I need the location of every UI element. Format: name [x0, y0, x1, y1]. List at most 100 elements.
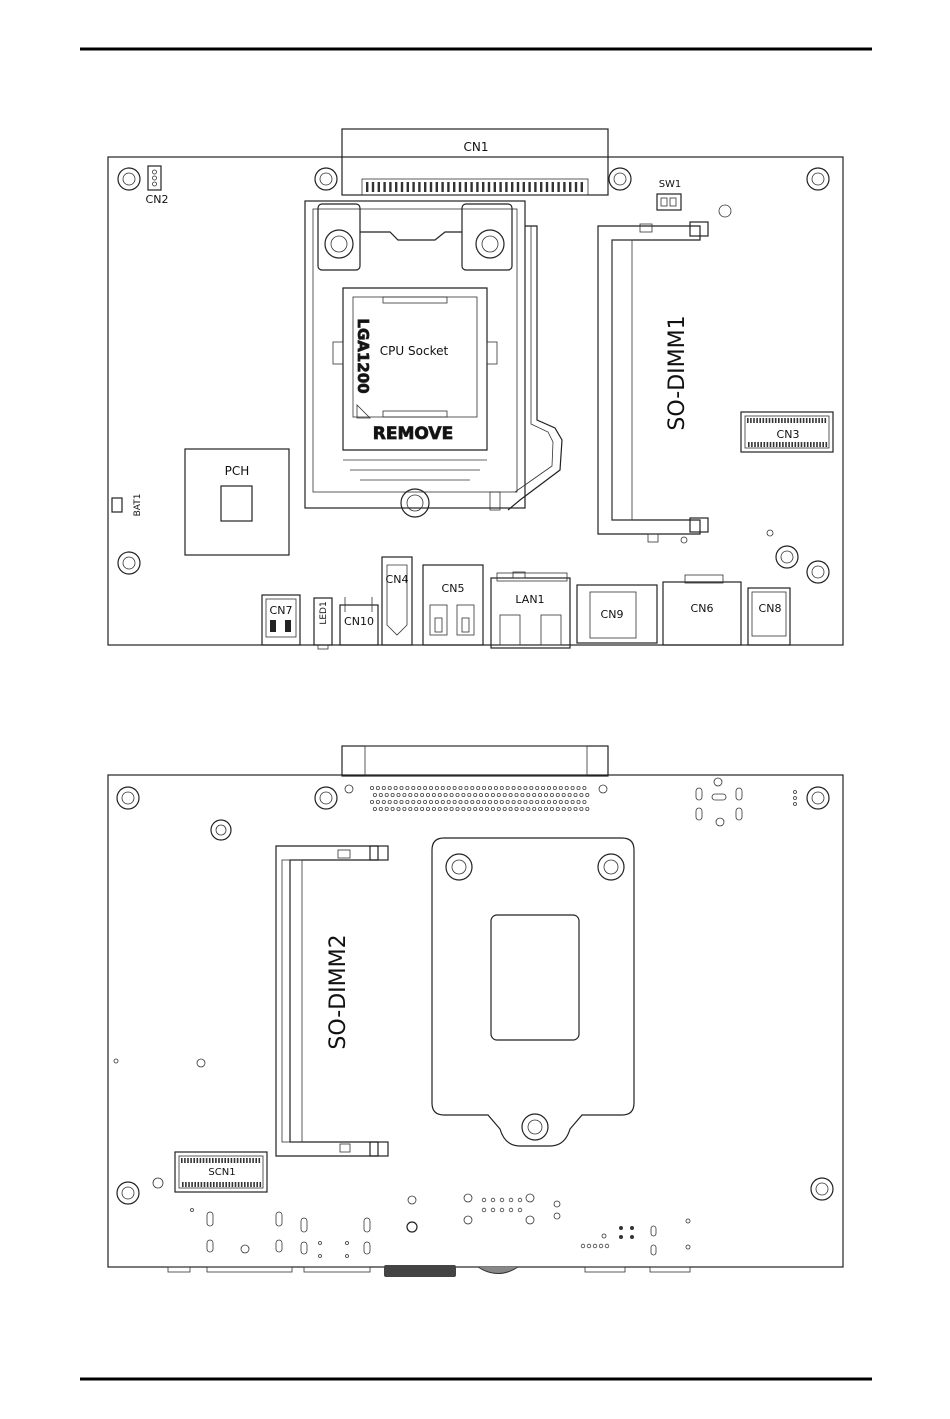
pin — [505, 182, 507, 192]
pch-label: PCH — [225, 464, 250, 478]
pin-hole — [583, 800, 586, 803]
pin-hole — [373, 807, 376, 810]
pin-hole — [391, 793, 394, 796]
pin-hole — [429, 800, 432, 803]
cpu-backplate — [432, 838, 634, 1146]
mounting-holes-bottom — [114, 785, 833, 1204]
pin — [185, 1182, 187, 1187]
pin-hole — [485, 807, 488, 810]
led1-label: LED1 — [319, 601, 329, 624]
pin — [788, 442, 790, 447]
pin — [779, 442, 781, 447]
pin — [747, 418, 749, 423]
pin-hole — [418, 800, 421, 803]
bottom-view: SO-DIMM2 SCN1 — [108, 746, 843, 1277]
pin — [775, 418, 777, 423]
pin-hole — [568, 807, 571, 810]
pin — [810, 442, 812, 447]
via — [491, 1198, 495, 1202]
pin-hole — [559, 786, 562, 789]
via — [482, 1198, 486, 1202]
sw1-label: SW1 — [659, 179, 682, 190]
pin — [806, 418, 808, 423]
lan1-label: LAN1 — [515, 593, 544, 606]
bat1-label: BAT1 — [133, 494, 143, 517]
cn5-label: CN5 — [442, 582, 465, 595]
pin-hole — [438, 793, 441, 796]
pin — [825, 418, 827, 423]
pin-hole — [403, 807, 406, 810]
pin — [482, 182, 484, 192]
pin-hole — [503, 793, 506, 796]
pin — [366, 182, 368, 192]
remove-label: REMOVE — [373, 424, 453, 444]
pin — [753, 418, 755, 423]
pin-hole — [403, 793, 406, 796]
pin-hole — [491, 793, 494, 796]
pin-hole — [509, 793, 512, 796]
cn3-m2-slot: CN3 — [741, 412, 833, 452]
via — [605, 1244, 609, 1248]
pin-hole — [500, 786, 503, 789]
pin-hole — [441, 800, 444, 803]
pin — [569, 182, 571, 192]
cn4-label: CN4 — [386, 573, 409, 586]
lan1-connector — [491, 578, 570, 648]
pin-hole — [550, 807, 553, 810]
pin — [389, 182, 391, 192]
so-dimm2-slot: SO-DIMM2 — [276, 846, 388, 1156]
pin-hole — [483, 786, 486, 789]
pin-hole — [518, 786, 521, 789]
pin-hole — [474, 807, 477, 810]
pin-hole — [494, 800, 497, 803]
pin — [511, 182, 513, 192]
pin-hole — [580, 807, 583, 810]
pin — [182, 1182, 184, 1187]
cn2-header: CN2 — [146, 166, 169, 206]
socket-screw-bottom — [401, 489, 429, 517]
pin-hole — [580, 793, 583, 796]
pin — [763, 418, 765, 423]
pin — [581, 182, 583, 192]
pin-hole — [477, 800, 480, 803]
small-features-top-right — [696, 778, 797, 826]
pin-hole — [530, 800, 533, 803]
pin-hole — [480, 807, 483, 810]
pin-hole — [542, 800, 545, 803]
pin-hole — [533, 793, 536, 796]
pin-hole — [565, 786, 568, 789]
pin-hole — [459, 800, 462, 803]
pin-hole — [370, 800, 373, 803]
via — [581, 1244, 585, 1248]
cn1-back-holes — [370, 786, 589, 810]
pin-hole — [488, 800, 491, 803]
pin — [815, 418, 817, 423]
pin-hole — [477, 786, 480, 789]
pin-hole — [562, 793, 565, 796]
pin-hole — [450, 807, 453, 810]
pin-hole — [421, 807, 424, 810]
pin — [412, 182, 414, 192]
pin-hole — [536, 786, 539, 789]
pin-hole — [394, 786, 397, 789]
cn7-connector — [262, 595, 300, 645]
pin — [557, 182, 559, 192]
pin — [231, 1158, 233, 1163]
pin-hole — [550, 793, 553, 796]
pin-hole — [397, 793, 400, 796]
pin-hole — [406, 786, 409, 789]
pin-hole — [524, 786, 527, 789]
pin — [232, 1182, 234, 1187]
pin-hole — [586, 793, 589, 796]
pin — [772, 418, 774, 423]
pin — [216, 1182, 218, 1187]
pin-hole — [483, 800, 486, 803]
pin — [253, 1182, 255, 1187]
pin — [238, 1182, 240, 1187]
pin — [383, 182, 385, 192]
pin-hole — [556, 807, 559, 810]
pin — [790, 418, 792, 423]
pin — [563, 182, 565, 192]
pin — [812, 418, 814, 423]
pin — [241, 1182, 243, 1187]
